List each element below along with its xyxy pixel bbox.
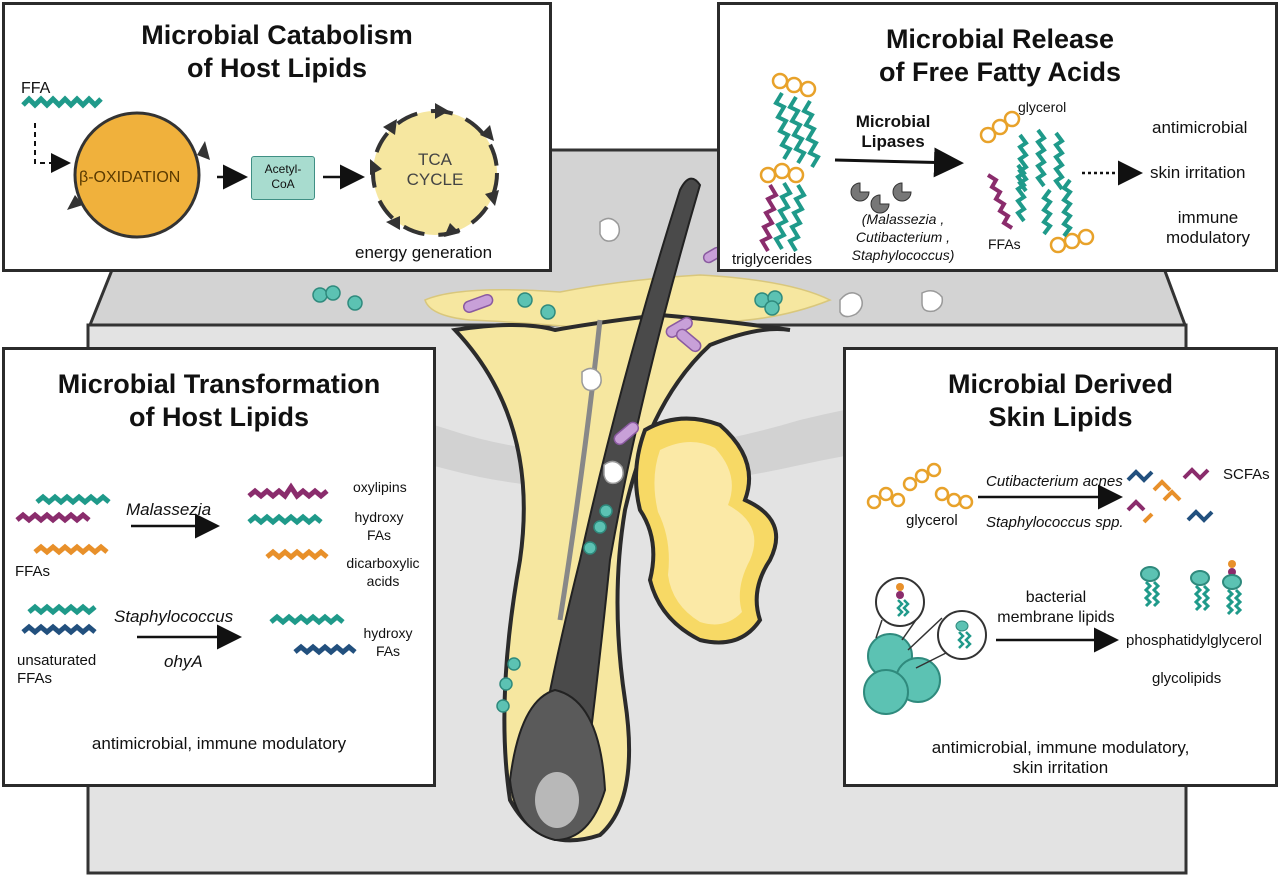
panel-derived: Microbial Derived Skin Lipids glycerol C… [843, 347, 1278, 787]
glycolipids-label: glycolipids [1152, 670, 1222, 687]
staphylococcus-spp-label: Staphylococcus spp. [986, 514, 1124, 531]
transformation-footer: antimicrobial, immune modulatory [91, 734, 347, 753]
panel-transformation: Microbial Transformation of Host Lipids … [2, 347, 436, 787]
hydroxy-fas-label-1: hydroxy FAs [354, 509, 404, 543]
phosphatidylglycerol-molecules [1140, 560, 1243, 616]
dicarboxylic-acids-label: dicarboxylic acids [346, 555, 420, 589]
input-ffa-teal [35, 493, 111, 506]
staphylococcus-label: Staphylococcus [114, 607, 234, 626]
panel-release: Microbial Release of Free Fatty Acids tr… [717, 2, 1278, 272]
lipase-enzymes [850, 182, 912, 214]
sebum-surface-film [424, 274, 832, 331]
effect-immune-modulatory: immune modulatory [1165, 208, 1251, 247]
triglycerides-label: triglycerides [732, 251, 813, 268]
effect-skin-irritation: skin irritation [1150, 163, 1246, 182]
oxylipin-chain [247, 482, 329, 500]
hydroxy-fa-chain-3 [293, 643, 357, 656]
scfa-fragments [1126, 467, 1214, 524]
panel-catabolism: Microbial Catabolism of Host Lipids FFA … [2, 2, 552, 272]
transformation-graphics [15, 482, 357, 656]
triglyceride-bottom [759, 162, 805, 184]
catabolism-title: Microbial Catabolism of Host Lipids [141, 20, 413, 83]
beta-oxidation-label: β-OXIDATION [79, 169, 181, 186]
derived-glycerol-label: glycerol [906, 512, 958, 529]
release-graphics [759, 72, 1143, 254]
bacteria-cluster [863, 633, 941, 715]
hydroxy-fas-label-2: hydroxy FAs [363, 625, 413, 659]
glycerol-label: glycerol [1018, 99, 1067, 115]
lipase-organisms: (Malassezia , Cutibacterium , Staphyloco… [851, 211, 955, 263]
ffas-input-label: FFAs [15, 563, 51, 580]
bacterial-membrane-lipids-label: bacterial membrane lipids [997, 589, 1115, 626]
free-fatty-acids [1015, 128, 1073, 238]
glycerol-released [979, 110, 1095, 254]
unsat-ffa-teal [27, 603, 97, 616]
catabolism-graphics [21, 95, 499, 239]
yeast-cells [581, 217, 944, 485]
input-ffa-orange [33, 543, 109, 556]
hydroxy-fa-chain-2 [269, 613, 345, 626]
rod-bacteria [462, 246, 724, 446]
derived-title: Microbial Derived Skin Lipids [947, 369, 1174, 432]
transformation-title: Microbial Transformation of Host Lipids [57, 369, 381, 432]
release-title: Microbial Release of Free Fatty Acids [878, 24, 1122, 87]
triglyceride-top [771, 72, 817, 98]
acetyl-coa-box: Acetyl- CoA [251, 156, 315, 200]
effect-antimicrobial: antimicrobial [1152, 118, 1248, 137]
tca-cycle-label: TCA CYCLE [406, 150, 464, 189]
microbial-lipases-label: Microbial Lipases [855, 112, 931, 151]
oxylipins-label: oxylipins [353, 479, 407, 495]
derived-footer: antimicrobial, immune modulatory, skin i… [931, 738, 1190, 777]
ohya-label: ohyA [164, 652, 203, 671]
energy-generation-label: energy generation [355, 243, 493, 262]
malassezia-label: Malassezia [126, 500, 212, 519]
unsat-ffa-navy [21, 623, 97, 636]
cutibacterium-label: Cutibacterium acnes [986, 473, 1123, 490]
glycerol-units [866, 462, 974, 510]
ffa-label: FFA [21, 80, 51, 97]
hydroxy-fa-chain-1 [247, 513, 323, 526]
beta-oxidation-circle [73, 111, 201, 239]
ffas-label: FFAs [988, 236, 1021, 252]
ffa-chain-teal [21, 95, 103, 109]
hair-bulb [508, 688, 607, 842]
derived-graphics [863, 462, 1243, 715]
dicarboxylic-chain [265, 548, 329, 561]
phosphatidylglycerol-label: phosphatidylglycerol [1126, 632, 1262, 649]
scfas-label: SCFAs [1223, 466, 1270, 483]
cocci-bacteria [312, 285, 783, 713]
unsaturated-ffas-label: unsaturated FFAs [17, 652, 97, 687]
input-ffa-purple [15, 511, 91, 524]
